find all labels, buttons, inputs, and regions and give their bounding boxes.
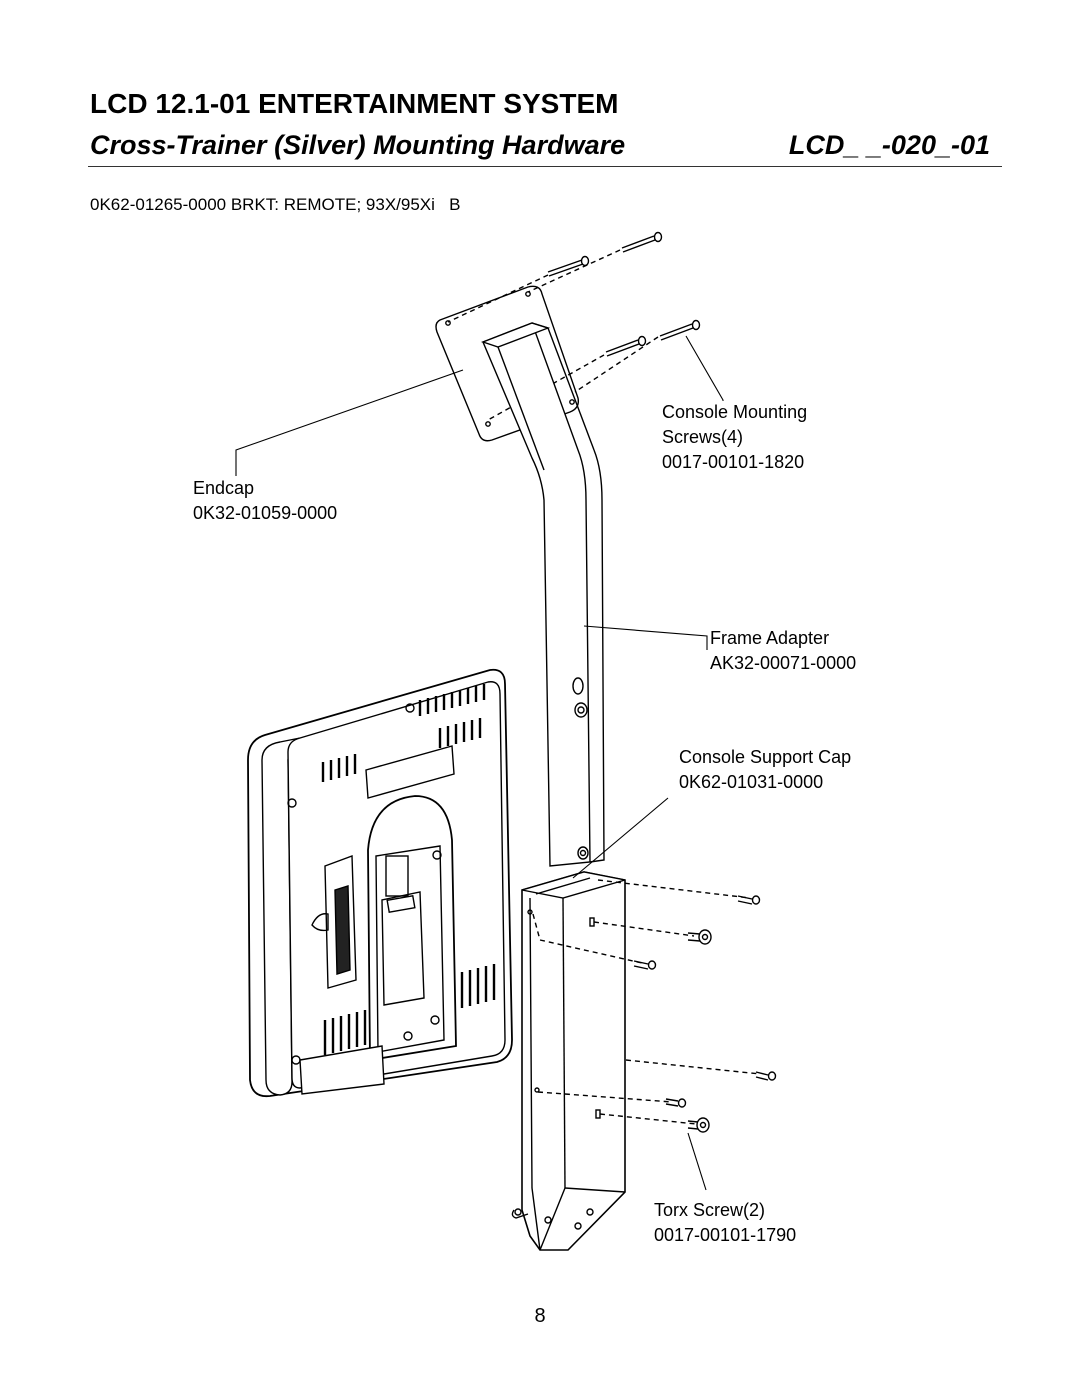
callout-torx-screw: Torx Screw(2) 0017-00101-1790 [654, 1198, 796, 1248]
bracket-screw-2 [633, 960, 657, 970]
page-number: 8 [534, 1305, 546, 1327]
callout-frame-adapter: Frame Adapter AK32-00071-0000 [710, 626, 856, 676]
document-subtitle: Cross-Trainer (Silver) Mounting Hardware [90, 130, 626, 160]
bracket-screw-3 [755, 1071, 777, 1081]
callout-qty: Screws(4) [662, 427, 744, 447]
callout-part: 0K62-01031-0000 [679, 772, 824, 792]
document-title: LCD 12.1-01 ENTERTAINMENT SYSTEM [90, 88, 619, 119]
endcap-plate [435, 285, 580, 442]
frame-adapter-tube [480, 322, 605, 867]
torx-screws [532, 879, 777, 1133]
torx-screw-2 [687, 1117, 710, 1133]
leader-lines [235, 335, 724, 1191]
console-support-cap [511, 871, 626, 1251]
part-number-line: 0K62-01265-0000 BRKT: REMOTE; 93X/95Xi B [90, 195, 461, 214]
callout-part: 0017-00101-1820 [662, 452, 805, 472]
screw-3 [605, 335, 647, 357]
lcd-console [247, 668, 513, 1098]
callout-name: Console Support Cap [679, 747, 852, 767]
callout-console-support-cap: Console Support Cap 0K62-01031-0000 [679, 745, 851, 795]
console-mounting-screws [447, 231, 701, 421]
callout-part: AK32-00071-0000 [710, 653, 857, 673]
screw-4 [659, 319, 701, 341]
screw-2 [621, 231, 663, 253]
callout-name: Endcap [193, 478, 255, 498]
bracket-screw-4 [665, 1098, 687, 1108]
bracket-screw-1 [737, 895, 761, 905]
callout-console-mounting-screws: Console Mounting Screws(4) 0017-00101-18… [662, 400, 807, 475]
header-rule [88, 166, 1002, 167]
callout-name: Torx Screw(2) [654, 1200, 766, 1220]
callout-name: Frame Adapter [710, 628, 830, 648]
callout-name: Console Mounting [662, 402, 808, 422]
document-code: LCD_ _-020_-01 [788, 130, 990, 160]
torx-screw-1 [687, 929, 712, 945]
callout-part: 0017-00101-1790 [654, 1225, 797, 1245]
callout-endcap: Endcap 0K32-01059-0000 [193, 476, 337, 526]
callout-part: 0K32-01059-0000 [193, 503, 338, 523]
